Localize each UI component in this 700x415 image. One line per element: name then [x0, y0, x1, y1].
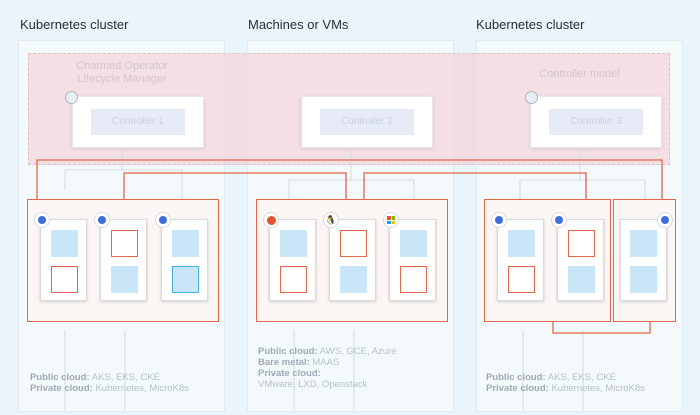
unit — [111, 230, 138, 257]
unit — [568, 230, 595, 257]
kubernetes-icon — [551, 212, 567, 228]
unit — [111, 266, 138, 293]
machine[interactable] — [389, 219, 436, 301]
footer-value: VMware, LXD, Openstack — [258, 379, 368, 390]
machine[interactable] — [497, 219, 544, 301]
unit — [340, 266, 367, 293]
footer-key: Bare metal: — [258, 357, 310, 368]
connector-node — [525, 91, 538, 104]
unit — [568, 266, 595, 293]
unit — [280, 266, 307, 293]
unit — [172, 230, 199, 257]
unit — [51, 230, 78, 257]
column-title: Kubernetes cluster — [476, 17, 585, 32]
unit — [630, 230, 657, 257]
kubernetes-icon — [657, 212, 673, 228]
unit — [172, 266, 199, 293]
machine[interactable] — [329, 219, 376, 301]
machine[interactable] — [100, 219, 147, 301]
unit — [630, 266, 657, 293]
column-footer: Public cloud: AKS, EKS, CKE Private clou… — [486, 372, 645, 394]
unit — [340, 230, 367, 257]
column-footer: Public cloud: AKS, EKS, CKE Private clou… — [30, 372, 189, 394]
machine[interactable] — [620, 219, 667, 301]
controller-name: Controller 2 — [320, 109, 414, 135]
footer-value: Kubernetes, MicroK8s — [551, 383, 645, 394]
controller-group-label: Controller model — [539, 68, 620, 80]
column-footer: Public cloud: AWS, GCE, Azure Bare metal… — [258, 346, 397, 390]
footer-value: Kubernetes, MicroK8s — [95, 383, 189, 394]
controller-box[interactable]: Controller 2 — [301, 96, 433, 148]
unit — [508, 230, 535, 257]
machine[interactable] — [161, 219, 208, 301]
footer-key: Private cloud: — [30, 383, 93, 394]
controller-name: Controller 1 — [91, 109, 185, 135]
unit — [400, 230, 427, 257]
footer-value: AWS, GCE, Azure — [319, 346, 397, 357]
footer-value: AKS, EKS, CKE — [91, 372, 160, 383]
machine[interactable] — [269, 219, 316, 301]
connector-node — [65, 91, 78, 104]
ubuntu-icon — [263, 212, 279, 228]
footer-key: Public cloud: — [258, 346, 318, 357]
footer-key: Private cloud: — [486, 383, 549, 394]
kubernetes-icon — [94, 212, 110, 228]
controller-box[interactable]: Controller 3 — [530, 96, 662, 148]
footer-value: MAAS — [312, 357, 340, 368]
kubernetes-icon — [491, 212, 507, 228]
windows-icon — [383, 212, 399, 228]
machine[interactable] — [557, 219, 604, 301]
controller-group-label: Charmed Operator Lifecycle Manager — [76, 60, 168, 85]
column-title: Kubernetes cluster — [20, 17, 129, 32]
unit — [508, 266, 535, 293]
kubernetes-icon — [155, 212, 171, 228]
footer-key: Public cloud: — [486, 372, 546, 383]
footer-value: AKS, EKS, CKE — [547, 372, 616, 383]
machine[interactable] — [40, 219, 87, 301]
unit — [51, 266, 78, 293]
column-title: Machines or VMs — [248, 17, 349, 32]
unit — [400, 266, 427, 293]
controller-name: Controller 3 — [549, 109, 643, 135]
footer-key: Public cloud: — [30, 372, 90, 383]
kubernetes-icon — [34, 212, 50, 228]
footer-key: Private cloud: — [258, 368, 321, 379]
linux-penguin-icon: 🐧 — [323, 212, 339, 228]
unit — [280, 230, 307, 257]
controller-box[interactable]: Controller 1 — [72, 96, 204, 148]
